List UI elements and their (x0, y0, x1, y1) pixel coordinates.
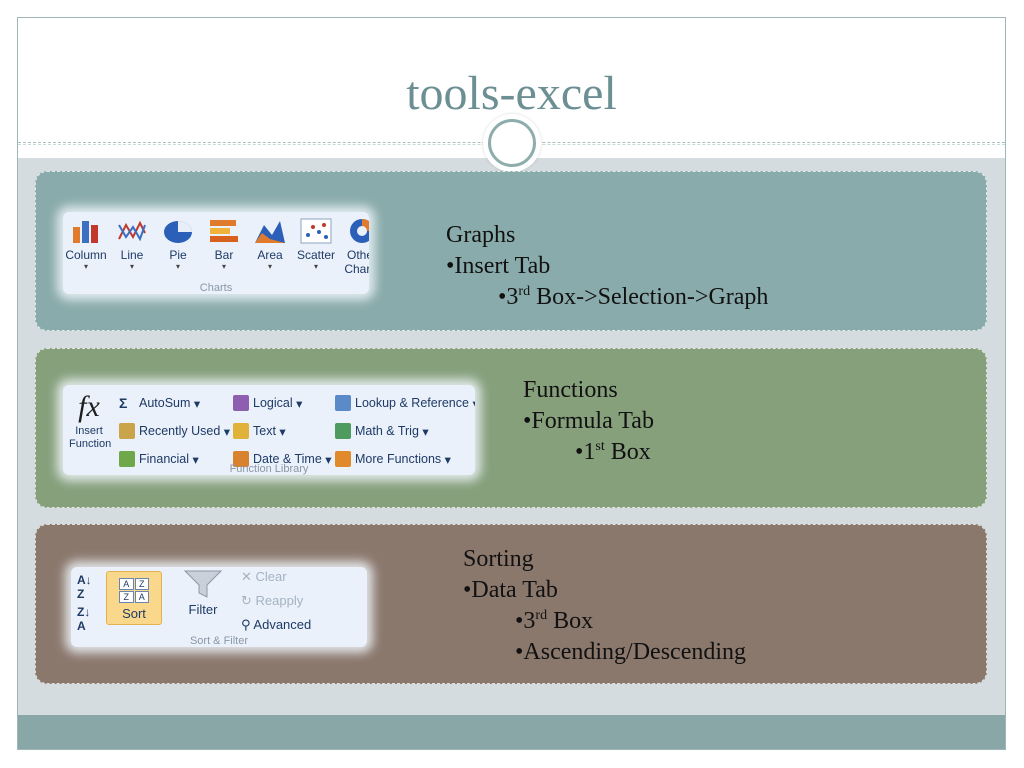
functions-heading: Functions (523, 377, 618, 403)
logical-button[interactable]: Logical ▾ (233, 389, 332, 417)
book-text-icon (233, 423, 249, 439)
functions-bullet-2: •1st Box (575, 439, 651, 465)
book-stack-icon (335, 451, 351, 467)
sorting-text: Sorting •Data Tab •3rd Box •Ascending/De… (463, 544, 746, 668)
area-label: Area (257, 248, 283, 262)
sorting-bullet-2: •3rd Box (515, 608, 594, 634)
clear-button[interactable]: ✕ Clear (241, 569, 287, 584)
book-clock-icon (233, 451, 249, 467)
other-charts-button[interactable]: Other Charts (339, 214, 369, 276)
sorting-bullet-1: •Data Tab (463, 577, 558, 603)
scatter-chart-icon (300, 218, 332, 244)
clear-icon: ✕ (241, 569, 256, 584)
bar-chart-icon (210, 220, 238, 242)
reapply-button[interactable]: ↻ Reapply (241, 593, 304, 608)
functions-bullet-1: •Formula Tab (523, 408, 654, 434)
bar-chart-button[interactable]: Bar▾ (201, 214, 247, 276)
line-chart-button[interactable]: Line▾ (109, 214, 155, 276)
slide: tools-excel Column▾ Line▾ Pie▾ (17, 17, 1006, 750)
fx-icon: fx (78, 390, 100, 423)
book-magnifier-icon (335, 395, 351, 411)
sort-za-icon: Z↓A (77, 605, 91, 633)
doughnut-chart-icon (350, 219, 369, 243)
line-chart-icon (118, 220, 146, 242)
pie-label: Pie (169, 248, 187, 262)
more-functions-button[interactable]: More Functions ▾ (335, 445, 475, 473)
book-question-icon (233, 395, 249, 411)
column-label: Column (65, 248, 107, 262)
scatter-label: Scatter (296, 248, 335, 262)
footer-band (18, 715, 1005, 749)
pie-chart-button[interactable]: Pie▾ (155, 214, 201, 276)
sorting-bullet-3: •Ascending/Descending (515, 639, 747, 665)
text-button[interactable]: Text ▾ (233, 417, 332, 445)
function-column-2: Logical ▾ Text ▾ Date & Time ▾ (233, 389, 332, 473)
filter-label: Filter (188, 602, 218, 617)
column-chart-icon (73, 221, 98, 243)
date-time-button[interactable]: Date & Time ▾ (233, 445, 332, 473)
advanced-button[interactable]: ⚲ Advanced (241, 617, 312, 632)
function-column-3: Lookup & Reference ▾ Math & Trig ▾ More … (335, 389, 475, 473)
slide-title: tools-excel (406, 67, 617, 120)
sort-filter-caption: Sort & Filter (189, 635, 249, 647)
function-library-caption: Function Library (229, 463, 309, 475)
sort-descending-button[interactable]: Z↓A (77, 605, 90, 633)
recently-used-button[interactable]: Recently Used ▾ (119, 417, 230, 445)
functions-text: Functions •Formula Tab •1st Box (523, 375, 654, 468)
lookup-reference-button[interactable]: Lookup & Reference ▾ (335, 389, 475, 417)
bar-label: Bar (214, 248, 234, 262)
pie-chart-icon (164, 221, 192, 243)
sort-label: Sort (122, 606, 146, 621)
book-coin-icon (119, 451, 135, 467)
sorting-heading: Sorting (463, 546, 534, 572)
area-chart-icon (255, 221, 285, 243)
insert-function-label: Insert Function (69, 425, 112, 450)
area-chart-button[interactable]: Area▾ (247, 214, 293, 276)
book-star-icon (119, 423, 135, 439)
graphs-text: Graphs •Insert Tab •3rd Box->Selection->… (446, 220, 768, 313)
charts-ribbon-image: Column▾ Line▾ Pie▾ Bar▾ Area▾ (63, 212, 369, 294)
divider-circle-ring (488, 119, 536, 167)
charts-group-caption: Charts (199, 282, 233, 294)
column-chart-button[interactable]: Column▾ (63, 214, 109, 276)
math-trig-button[interactable]: Math & Trig ▾ (335, 417, 475, 445)
line-label: Line (120, 248, 144, 262)
other-charts-label: Other Charts (344, 248, 369, 276)
financial-button[interactable]: Financial ▾ (119, 445, 230, 473)
graphs-bullet-1: •Insert Tab (446, 253, 551, 279)
insert-function-button[interactable]: fx Insert Function (69, 389, 112, 451)
advanced-filter-icon: ⚲ (241, 617, 254, 632)
graphs-panel: Column▾ Line▾ Pie▾ Bar▾ Area▾ (35, 171, 987, 331)
filter-button[interactable]: Filter (175, 569, 231, 617)
graphs-heading: Graphs (446, 222, 516, 248)
sort-az-icon: A↓Z (77, 573, 92, 601)
sigma-icon: Σ (119, 395, 128, 411)
reapply-icon: ↻ (241, 593, 256, 608)
graphs-bullet-2: •3rd Box->Selection->Graph (498, 284, 769, 310)
scatter-chart-button[interactable]: Scatter▾ (293, 214, 339, 276)
book-theta-icon (335, 423, 351, 439)
funnel-icon (183, 570, 223, 598)
sort-ascending-button[interactable]: A↓Z (77, 573, 92, 601)
